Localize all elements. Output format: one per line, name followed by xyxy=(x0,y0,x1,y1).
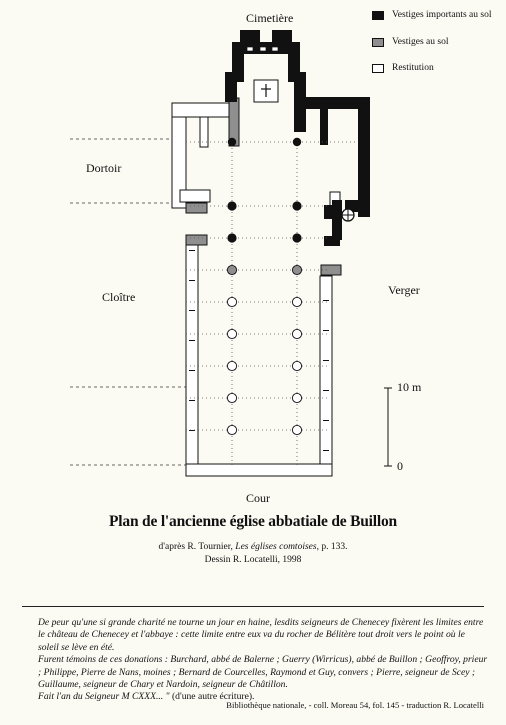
credit-suffix: , p. 133. xyxy=(316,542,348,552)
legend-swatch-grey xyxy=(372,37,384,47)
legend-label: Vestiges au sol xyxy=(392,37,449,47)
scale-bar xyxy=(384,387,392,467)
legend-swatch-white xyxy=(372,63,384,73)
legend-important: Vestiges importants au sol xyxy=(372,10,491,20)
legend-label: Vestiges importants au sol xyxy=(392,10,492,20)
credit-prefix: d'après R. Tournier, xyxy=(158,542,236,552)
pier xyxy=(226,296,238,308)
pier xyxy=(226,392,238,404)
source-line: Bibliothèque nationale, - coll. Moreau 5… xyxy=(226,700,484,710)
label-cloister: Cloître xyxy=(102,290,136,304)
pier xyxy=(227,137,237,147)
pier xyxy=(291,360,303,372)
quote-paragraph: De peur qu'une si grande charité ne tour… xyxy=(38,617,484,653)
label-north: Cimetière xyxy=(246,11,294,25)
legend-swatch-black xyxy=(372,10,384,20)
wall-ticks xyxy=(189,250,329,451)
pier xyxy=(226,328,238,340)
piers xyxy=(226,137,303,436)
page-title: Plan de l'ancienne église abbatiale de B… xyxy=(109,513,397,530)
quote-block: De peur qu'une si grande charité ne tour… xyxy=(26,617,488,704)
scale-label-top: 10 m xyxy=(397,380,422,394)
grid-lines xyxy=(186,140,358,465)
pier xyxy=(292,137,302,147)
credit-book: Les églises comtoises xyxy=(235,542,317,552)
pier xyxy=(227,233,237,243)
church-plan xyxy=(70,30,392,477)
credit-line: d'après R. Tournier, Les églises comtois… xyxy=(0,542,506,552)
quote-note: (d'une autre écriture). xyxy=(169,691,255,703)
restitution-walls xyxy=(171,102,341,477)
pier xyxy=(291,296,303,308)
choir-tiles xyxy=(246,46,279,52)
boundary-lines xyxy=(70,138,186,466)
legend-label: Restitution xyxy=(392,63,434,73)
pier xyxy=(292,201,302,211)
divider xyxy=(22,606,484,607)
quote-paragraph: Furent témoins de ces donations : Burcha… xyxy=(38,654,488,691)
quote-paragraph: Fait l'an du Seigneur M CXXX... " (d'une… xyxy=(26,691,488,703)
pier xyxy=(292,233,302,243)
legend-ground: Vestiges au sol xyxy=(372,37,448,47)
credit-drawing: Dessin R. Locatelli, 1998 xyxy=(204,555,302,565)
label-dormitory: Dortoir xyxy=(86,161,122,175)
pier xyxy=(226,360,238,372)
pier xyxy=(291,392,303,404)
label-orchard: Verger xyxy=(388,283,420,297)
pier xyxy=(291,264,303,276)
ground-vestiges xyxy=(185,97,342,276)
pier xyxy=(291,424,303,436)
pier xyxy=(227,201,237,211)
pier xyxy=(226,424,238,436)
legend-restitution: Restitution xyxy=(372,63,434,73)
label-courtyard: Cour xyxy=(246,491,270,505)
pier xyxy=(291,328,303,340)
altar xyxy=(253,79,279,103)
pier xyxy=(226,264,238,276)
quote-date: Fait l'an du Seigneur M CXXX... " xyxy=(38,691,170,703)
scale-label-bottom: 0 xyxy=(397,459,403,473)
spiral-stair xyxy=(341,208,355,222)
important-vestiges xyxy=(225,30,370,246)
